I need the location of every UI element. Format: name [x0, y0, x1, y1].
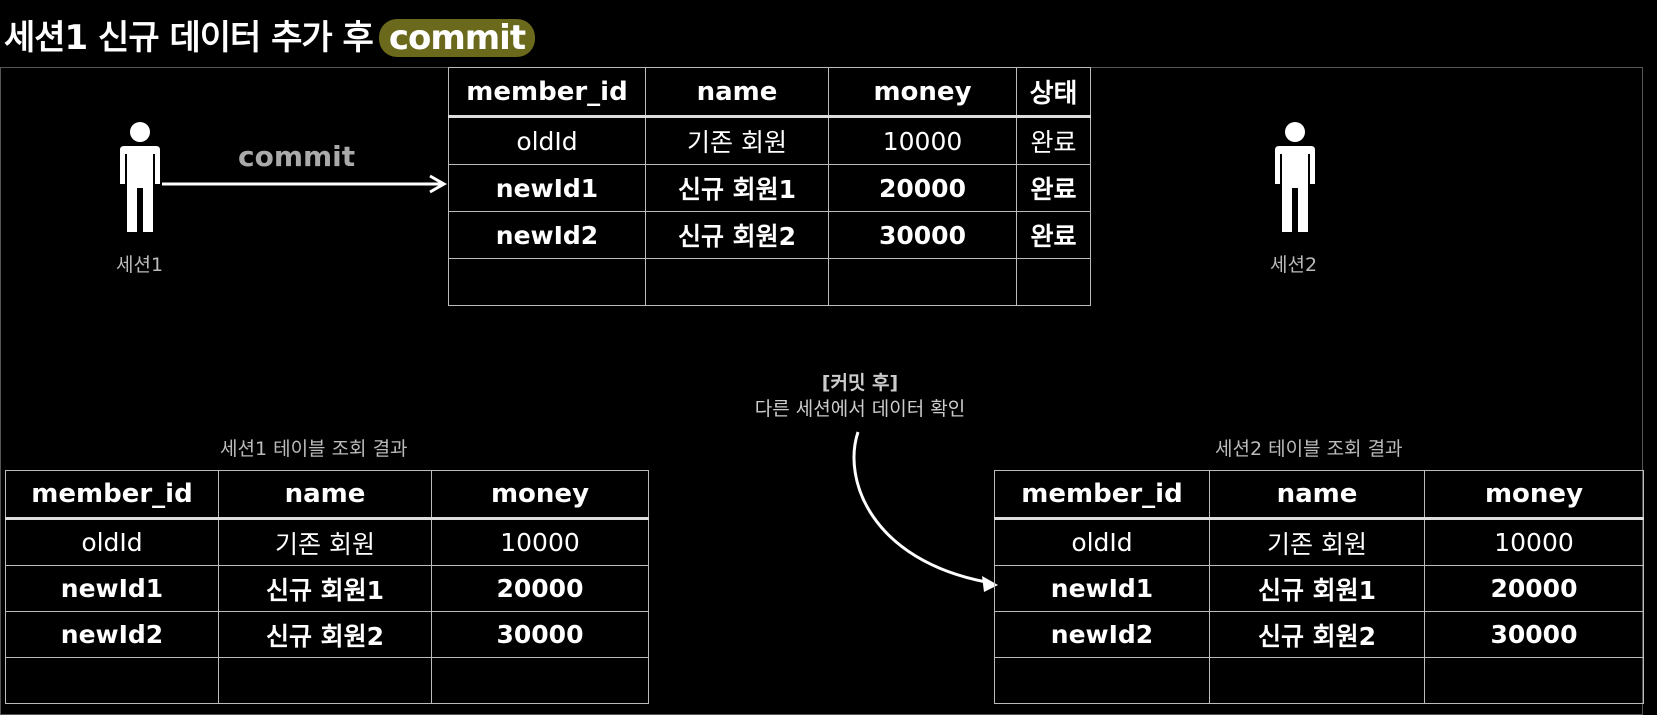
table-cell: 완료: [1016, 116, 1091, 165]
column-header: name: [1209, 470, 1425, 520]
column-header: money: [828, 67, 1017, 118]
table-cell: newId2: [448, 211, 646, 259]
table-cell: 신규 회원1: [1209, 565, 1425, 612]
table-row: newId2 신규 회원2 30000: [5, 611, 649, 658]
table-row: [448, 258, 1091, 306]
commit-arrow: [162, 174, 448, 194]
table-row: oldId 기존 회원 10000 완료: [448, 116, 1091, 165]
column-header: name: [645, 67, 829, 118]
table-cell: newId2: [5, 611, 219, 658]
table-cell: 30000: [431, 611, 649, 658]
table-cell: [645, 258, 829, 306]
table-cell: [994, 657, 1210, 704]
table-cell: 신규 회원1: [218, 565, 432, 612]
table-row: newId2 신규 회원2 30000: [994, 611, 1644, 658]
table-cell: oldId: [448, 116, 646, 165]
table-cell: 기존 회원: [645, 116, 829, 165]
table-cell: 30000: [828, 211, 1017, 259]
table-row: newId2 신규 회원2 30000 완료: [448, 211, 1091, 259]
table-row: [994, 657, 1644, 704]
table-cell: [828, 258, 1017, 306]
table-cell: newId1: [448, 164, 646, 212]
table-cell: [1209, 657, 1425, 704]
session1-table-caption: 세션1 테이블 조회 결과: [220, 438, 408, 460]
session1-person-icon: [120, 122, 160, 232]
commit-arrow-label: commit: [238, 140, 356, 173]
column-header: name: [218, 470, 432, 520]
note-body: 다른 세션에서 데이터 확인: [754, 398, 966, 420]
table-cell: 신규 회원2: [218, 611, 432, 658]
table-cell: 20000: [828, 164, 1017, 212]
table-cell: 완료: [1016, 164, 1091, 212]
table-row: oldId 기존 회원 10000: [5, 518, 649, 566]
table-row: newId1 신규 회원1 20000 완료: [448, 164, 1091, 212]
table-cell: oldId: [5, 518, 219, 566]
table-cell: [218, 657, 432, 704]
table-row: oldId 기존 회원 10000: [994, 518, 1644, 566]
column-header: money: [1424, 470, 1644, 520]
table-cell: [1424, 657, 1644, 704]
table-cell: newId2: [994, 611, 1210, 658]
table-cell: 신규 회원2: [645, 211, 829, 259]
column-header: 상태: [1016, 67, 1091, 118]
note-title: [커밋 후]: [821, 372, 899, 394]
column-header: member_id: [448, 67, 646, 118]
table-cell: newId1: [994, 565, 1210, 612]
table-cell: 완료: [1016, 211, 1091, 259]
after-commit-note: [커밋 후] 다른 세션에서 데이터 확인: [710, 370, 1010, 422]
table-cell: oldId: [994, 518, 1210, 566]
table-header-row: member_id name money: [5, 470, 649, 520]
column-header: member_id: [5, 470, 219, 520]
column-header: member_id: [994, 470, 1210, 520]
table-cell: newId1: [5, 565, 219, 612]
page-title-highlight: commit: [378, 19, 536, 57]
page-title-text: 세션1 신규 데이터 추가 후: [4, 18, 374, 58]
table-header-row: member_id name money: [994, 470, 1644, 520]
table-cell: 20000: [431, 565, 649, 612]
session2-table-caption: 세션2 테이블 조회 결과: [1215, 438, 1403, 460]
table-cell: 10000: [431, 518, 649, 566]
table-cell: [448, 258, 646, 306]
table-cell: 10000: [828, 116, 1017, 165]
table-row: newId1 신규 회원1 20000: [994, 565, 1644, 612]
column-header: money: [431, 470, 649, 520]
table-cell: 10000: [1424, 518, 1644, 566]
session2-person-icon: [1275, 122, 1315, 232]
table-cell: [1016, 258, 1091, 306]
table-header-row: member_id name money 상태: [448, 67, 1091, 118]
after-commit-arrow: [852, 431, 998, 592]
table-row: [5, 657, 649, 704]
session2-label: 세션2: [1270, 254, 1318, 276]
table-cell: 신규 회원2: [1209, 611, 1425, 658]
session2-result-table: member_id name money oldId 기존 회원 10000 n…: [994, 470, 1644, 704]
table-cell: 20000: [1424, 565, 1644, 612]
main-member-table: member_id name money 상태 oldId 기존 회원 1000…: [448, 67, 1091, 306]
table-cell: [431, 657, 649, 704]
table-cell: 기존 회원: [1209, 518, 1425, 566]
table-cell: 30000: [1424, 611, 1644, 658]
table-cell: 기존 회원: [218, 518, 432, 566]
table-row: newId1 신규 회원1 20000: [5, 565, 649, 612]
table-cell: [5, 657, 219, 704]
table-cell: 신규 회원1: [645, 164, 829, 212]
session1-label: 세션1: [116, 254, 164, 276]
session1-result-table: member_id name money oldId 기존 회원 10000 n…: [5, 470, 649, 704]
